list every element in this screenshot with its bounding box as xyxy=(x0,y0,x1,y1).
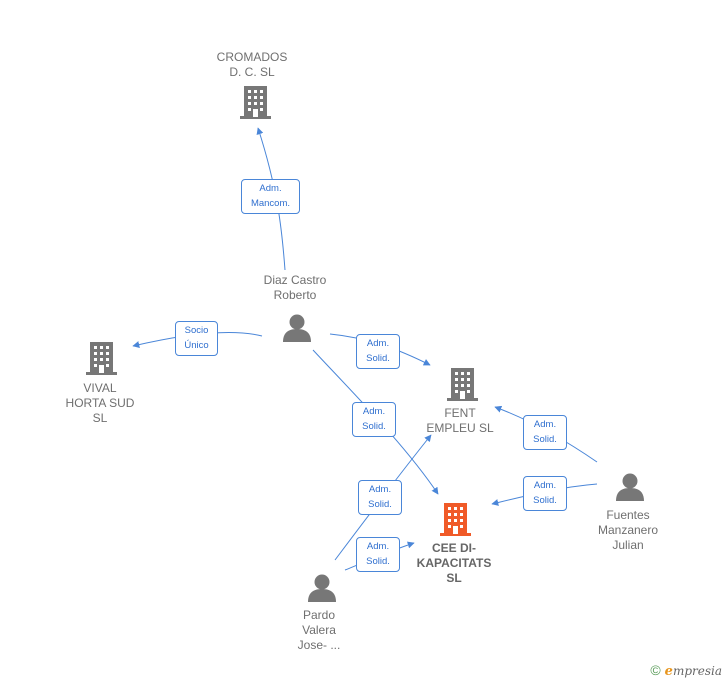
node-label-pardo[interactable]: Pardo Valera Jose- ... xyxy=(297,608,341,652)
edge-label-adm-solid-fuentes-fent: Adm. Solid. xyxy=(523,415,567,450)
building-icon xyxy=(86,342,117,375)
brand-logo[interactable]: ©empresia xyxy=(650,662,722,679)
building-icon xyxy=(447,368,478,401)
person-icon xyxy=(616,473,644,501)
edge-label-socio-unico: Socio Único xyxy=(175,321,218,356)
building-icon-main xyxy=(440,503,471,536)
edge-label-adm-solid-pardo-cee: Adm. Solid. xyxy=(356,537,400,572)
node-label-fuentes[interactable]: Fuentes Manzanero Julian xyxy=(597,508,659,552)
copyright-icon: © xyxy=(650,662,661,678)
person-icon xyxy=(308,574,336,602)
edge-label-adm-solid-diaz-fent: Adm. Solid. xyxy=(356,334,400,369)
node-label-cromados[interactable]: CROMADOS D. C. SL xyxy=(216,50,288,79)
person-icon xyxy=(283,314,311,342)
node-label-vival[interactable]: VIVAL HORTA SUD SL xyxy=(65,381,135,425)
edge-label-adm-solid-pardo-fent: Adm. Solid. xyxy=(358,480,402,515)
edge-label-adm-solid-diaz-cee: Adm. Solid. xyxy=(352,402,396,437)
node-label-fent[interactable]: FENT EMPLEU SL xyxy=(426,406,494,435)
node-label-cee[interactable]: CEE DI- KAPACITATS SL xyxy=(416,541,492,585)
edge-label-adm-solid-fuentes-cee: Adm. Solid. xyxy=(523,476,567,511)
building-icon xyxy=(240,86,271,119)
brand-e: e xyxy=(664,664,673,679)
node-label-diaz[interactable]: Diaz Castro Roberto xyxy=(263,273,327,302)
brand-text: mpresia xyxy=(672,664,722,678)
edge-label-adm-mancom: Adm. Mancom. xyxy=(241,179,300,214)
